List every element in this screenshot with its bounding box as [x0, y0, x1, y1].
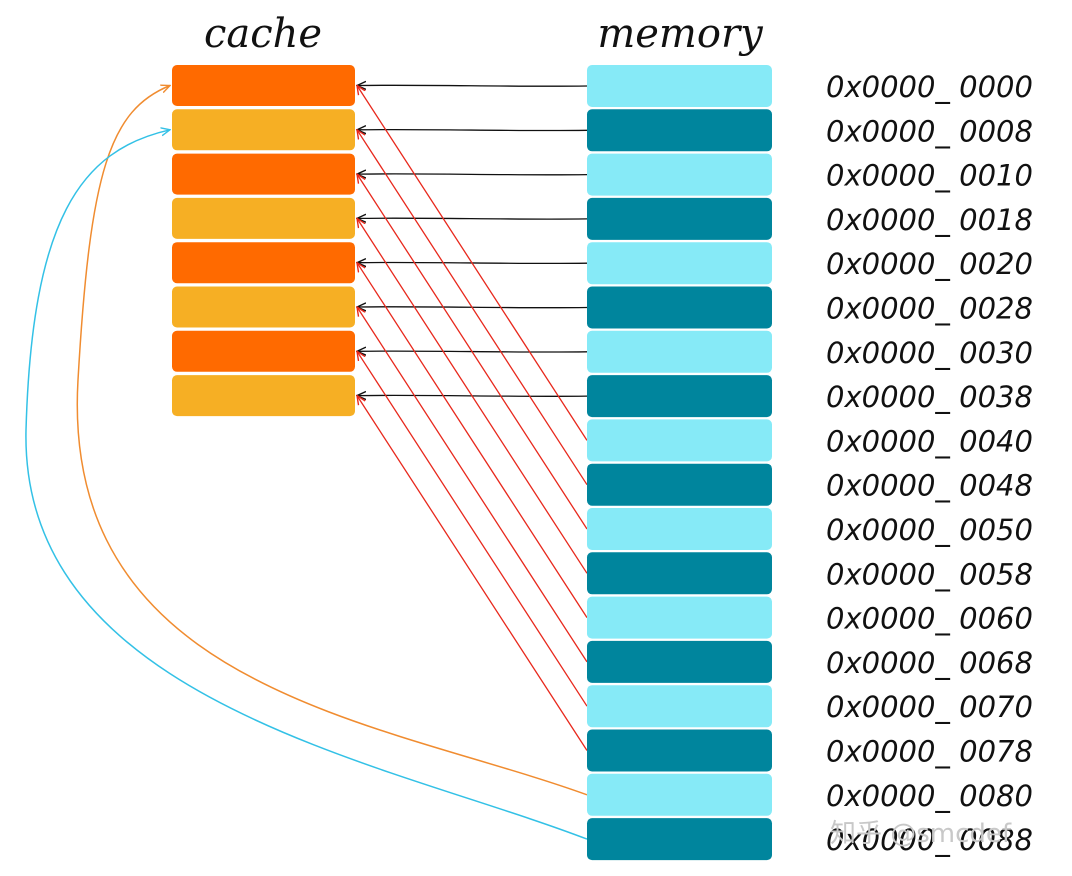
cache-line	[172, 153, 355, 195]
memory-address-label: 0x0000_ 0018	[826, 203, 1033, 237]
memory-address-label: 0x0000_ 0050	[826, 513, 1033, 547]
memory-lines	[587, 65, 772, 861]
memory-line	[587, 552, 772, 595]
arrow-second-pass	[357, 396, 588, 751]
memory-address-label: 0x0000_ 0010	[826, 159, 1033, 193]
watermark: 知乎 @smcdef	[830, 819, 1012, 849]
memory-address-label: 0x0000_ 0048	[826, 469, 1033, 503]
memory-address-label: 0x0000_ 0020	[826, 247, 1033, 281]
memory-line	[587, 197, 772, 240]
memory-line	[587, 685, 772, 728]
arrow-first-pass	[357, 218, 588, 219]
cache-line	[172, 242, 355, 284]
memory-address-label: 0x0000_ 0000	[826, 70, 1033, 104]
arrow-second-pass	[357, 130, 588, 486]
arrow-first-pass	[357, 130, 588, 131]
cache-line	[172, 330, 355, 372]
memory-address-label: 0x0000_ 0040	[826, 424, 1033, 458]
memory-address-label: 0x0000_ 0078	[826, 735, 1033, 769]
memory-address-label: 0x0000_ 0060	[826, 602, 1033, 636]
memory-line	[587, 286, 772, 329]
memory-title: memory	[597, 11, 764, 57]
memory-line	[587, 463, 772, 506]
cache-line	[172, 197, 355, 239]
memory-line	[587, 65, 772, 107]
arrow-second-pass	[357, 174, 588, 530]
memory-address-label: 0x0000_ 0070	[826, 690, 1033, 724]
cache-title: cache	[204, 11, 322, 57]
memory-line	[587, 596, 772, 639]
memory-line	[587, 375, 772, 418]
arrow-second-pass	[357, 307, 588, 663]
cache-line	[172, 65, 355, 106]
cache-lines	[172, 65, 355, 417]
memory-address-label: 0x0000_ 0008	[826, 114, 1033, 148]
cache-line	[172, 286, 355, 328]
memory-line	[587, 729, 772, 772]
arrow-second-pass	[357, 218, 588, 574]
arrow-first-pass	[357, 85, 588, 86]
memory-address-label: 0x0000_ 0038	[826, 380, 1033, 414]
memory-line	[587, 153, 772, 196]
memory-address-label: 0x0000_ 0028	[826, 292, 1033, 326]
memory-address-label: 0x0000_ 0080	[826, 779, 1033, 813]
memory-line	[587, 242, 772, 285]
arrow-second-pass	[357, 263, 588, 618]
arrow-second-pass	[357, 351, 588, 707]
mapping-arrows	[25, 85, 588, 840]
memory-address-label: 0x0000_ 0058	[826, 557, 1033, 591]
memory-address-label: 0x0000_ 0068	[826, 646, 1033, 680]
cache-line	[172, 375, 355, 417]
memory-line	[587, 109, 772, 152]
cache-line	[172, 109, 355, 151]
arrow-third-pass-blue	[25, 130, 588, 840]
memory-address-label: 0x0000_ 0030	[826, 336, 1033, 370]
arrow-first-pass	[357, 174, 588, 175]
arrow-third-pass-orange	[76, 86, 588, 796]
address-labels: 0x0000_ 0000 0x0000_ 0008 0x0000_ 0010 0x00…	[826, 70, 1033, 857]
memory-line	[587, 818, 772, 861]
arrow-second-pass	[357, 86, 588, 441]
memory-address-label: 0x0000_ 0088	[826, 823, 1033, 857]
memory-line	[587, 330, 772, 373]
memory-line	[587, 773, 772, 816]
memory-line	[587, 508, 772, 550]
memory-line	[587, 419, 772, 462]
memory-line	[587, 640, 772, 683]
